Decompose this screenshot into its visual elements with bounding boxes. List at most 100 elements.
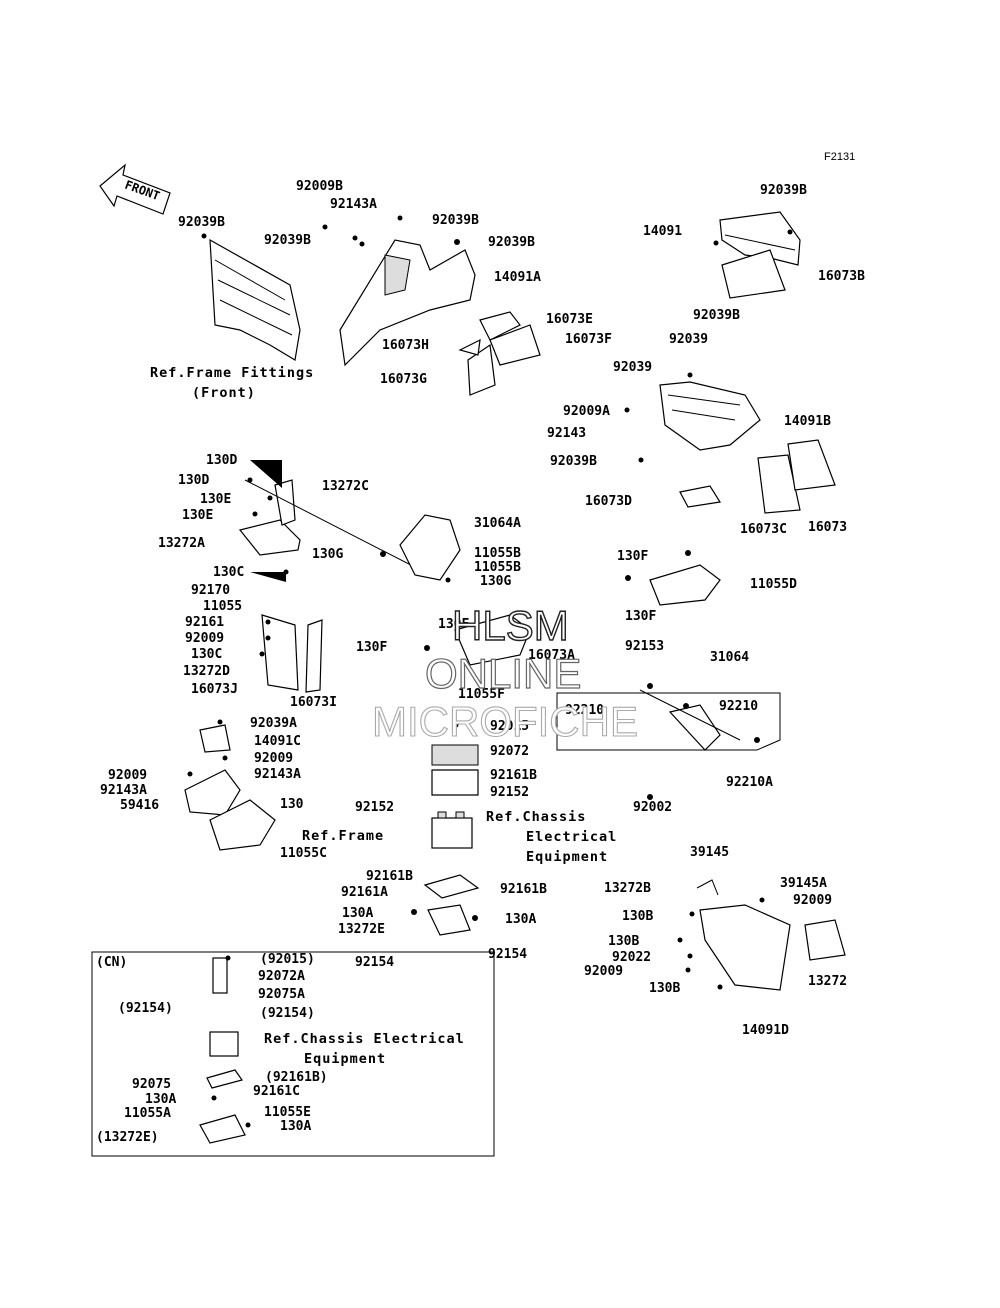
ref-chassis-electrical: Electrical xyxy=(526,829,617,845)
part-label: 92039 xyxy=(669,332,708,347)
part-label: 92075 xyxy=(132,1077,171,1092)
part-label: 92152 xyxy=(490,785,529,800)
part-label: 92015 xyxy=(490,719,529,734)
part-label: 92153 xyxy=(625,639,664,654)
part-labels: 92009B 92143A 92039B 92039B 92039B 14091… xyxy=(96,179,865,1145)
part-label: 130F xyxy=(625,609,656,624)
part-label: 130F xyxy=(356,640,387,655)
figure-code: F2131 xyxy=(824,151,855,163)
part-label: 92210A xyxy=(726,775,773,790)
ref-frame-fittings-front: (Front) xyxy=(192,385,256,401)
part-label: (13272E) xyxy=(96,1130,159,1145)
part-label: 130A xyxy=(342,906,373,921)
part-label: 130B xyxy=(622,909,653,924)
ref-frame-fittings: Ref.Frame Fittings xyxy=(150,365,314,381)
part-label: 92072A xyxy=(258,969,305,984)
part-label: 92039B xyxy=(432,213,479,228)
part-label: 92022 xyxy=(612,950,651,965)
part-label: 130A xyxy=(505,912,536,927)
part-label: 11055C xyxy=(280,846,327,861)
part-label: (92015) xyxy=(260,952,315,967)
ref-chassis-equipment: Equipment xyxy=(526,849,608,865)
part-label: 92009 xyxy=(584,964,623,979)
fastener-dots xyxy=(187,215,793,1128)
part-label: 92143A xyxy=(330,197,377,212)
part-label: 59416 xyxy=(120,798,159,813)
part-label: 11055E xyxy=(264,1105,311,1120)
part-label: 92039 xyxy=(613,360,652,375)
part-label: 13272E xyxy=(338,922,385,937)
part-label: 92161A xyxy=(341,885,388,900)
part-label: 92039A xyxy=(250,716,297,731)
part-label: 92161C xyxy=(253,1084,300,1099)
ref-equipment-cn: Equipment xyxy=(304,1051,386,1067)
part-label: 130 xyxy=(280,797,304,812)
part-label: 92152 xyxy=(355,800,394,815)
cn-box xyxy=(91,951,495,1157)
part-label: (92161B) xyxy=(265,1070,328,1085)
part-label: 92161B xyxy=(490,768,537,783)
part-label: 16073G xyxy=(380,372,427,387)
callout-box-31064 xyxy=(556,692,781,751)
part-label: 92143 xyxy=(547,426,586,441)
part-label: 14091A xyxy=(494,270,541,285)
part-label: 16073A xyxy=(528,648,575,663)
part-label: 92210 xyxy=(719,699,758,714)
part-label: 92154 xyxy=(355,955,394,970)
part-label: 39145 xyxy=(690,845,729,860)
part-label: 92154 xyxy=(488,947,527,962)
part-label: 92075A xyxy=(258,987,305,1002)
part-label: 92161B xyxy=(500,882,547,897)
ref-chassis: Ref.Chassis xyxy=(486,809,586,825)
part-label: 14091D xyxy=(742,1023,789,1038)
part-label: 130E xyxy=(200,492,231,507)
part-label: 11055 xyxy=(203,599,242,614)
part-label: 16073 xyxy=(808,520,847,535)
part-label: 130D xyxy=(178,473,209,488)
part-label: 13272A xyxy=(158,536,205,551)
part-label: 130B xyxy=(649,981,680,996)
ref-frame: Ref.Frame xyxy=(302,828,384,844)
part-label: 13272C xyxy=(322,479,369,494)
ref-chassis-electrical-cn: Ref.Chassis Electrical xyxy=(264,1031,465,1047)
part-label: 130F xyxy=(617,549,648,564)
part-shapes xyxy=(184,211,846,1144)
part-label: 92039B xyxy=(693,308,740,323)
part-label: 92072 xyxy=(490,744,529,759)
part-label: 92039B xyxy=(550,454,597,469)
cn-label: (CN) xyxy=(96,955,127,970)
part-label: 92039B xyxy=(178,215,225,230)
part-label: 92143A xyxy=(254,767,301,782)
part-label: (92154) xyxy=(260,1006,315,1021)
part-label: 130A xyxy=(145,1092,176,1107)
part-label: 130C xyxy=(213,565,244,580)
part-label: 14091C xyxy=(254,734,301,749)
part-label: 130E xyxy=(182,508,213,523)
part-label: 130B xyxy=(608,934,639,949)
part-label: 13272 xyxy=(808,974,847,989)
part-label: 16073B xyxy=(818,269,865,284)
part-label: 92002 xyxy=(633,800,672,815)
part-label: 13272B xyxy=(604,881,651,896)
part-label: 92039B xyxy=(760,183,807,198)
part-label: 130D xyxy=(206,453,237,468)
watermark-line1: HLSM xyxy=(452,602,569,649)
part-label: 11055B xyxy=(474,560,521,575)
part-label: 92009 xyxy=(185,631,224,646)
reference-notes: Ref.Frame Fittings (Front) Ref.Frame Ref… xyxy=(150,365,617,1067)
part-label: 16073E xyxy=(546,312,593,327)
part-label: 16073J xyxy=(191,682,238,697)
part-label: 92009 xyxy=(254,751,293,766)
part-label: 92009B xyxy=(296,179,343,194)
part-label: 16073H xyxy=(382,338,429,353)
part-label: 130G xyxy=(480,574,511,589)
part-label: 11055B xyxy=(474,546,521,561)
part-label: 31064A xyxy=(474,516,521,531)
part-label: 92009 xyxy=(793,893,832,908)
part-label: 130F xyxy=(438,617,469,632)
part-label: 39145A xyxy=(780,876,827,891)
part-label: (92154) xyxy=(118,1001,173,1016)
watermark-line3: MICROFICHE xyxy=(372,698,638,745)
part-label: 11055F xyxy=(458,687,505,702)
